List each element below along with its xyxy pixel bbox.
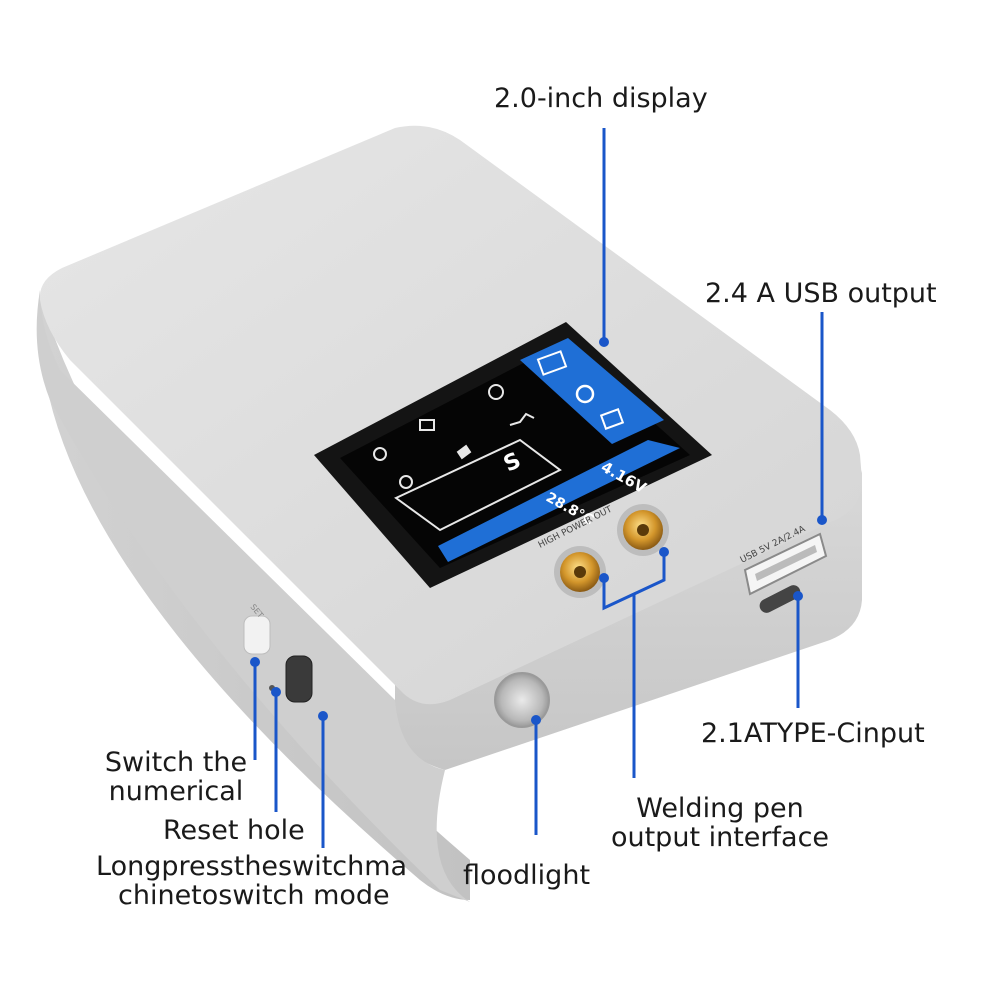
screen-status-bar xyxy=(438,440,680,562)
screen-menu-icon xyxy=(536,350,568,376)
callout-lines xyxy=(253,128,824,848)
callout-line-welding xyxy=(602,552,666,778)
label-typec-input: 2.1ATYPE-Cinput xyxy=(701,718,925,749)
label-reset-hole: Reset hole xyxy=(163,815,305,846)
callout-dots xyxy=(250,337,827,725)
label-display: 2.0-inch display xyxy=(494,83,708,114)
settings-icon xyxy=(575,384,595,404)
usb-a-port-tongue xyxy=(755,545,817,581)
label-floodlight: floodlight xyxy=(463,860,591,891)
switch-numerical-button[interactable] xyxy=(243,615,271,655)
label-usb-output: 2.4 A USB output xyxy=(705,278,937,309)
welding-socket-left-hole xyxy=(574,566,586,578)
device-left-front xyxy=(36,290,471,902)
label-switch-numerical-2: numerical xyxy=(108,776,244,807)
label-long-press-2: chinetoswitch mode xyxy=(118,880,390,911)
label-long-press-1: Longpresstheswitchma xyxy=(96,851,408,882)
label-welding-output-2: output interface xyxy=(610,822,830,853)
screen-icons xyxy=(373,384,562,532)
label-switch-numerical-1: Switch the xyxy=(104,747,248,778)
welding-socket-right-hole xyxy=(637,524,649,536)
mode-switch-button[interactable] xyxy=(285,655,313,703)
label-welding-output-1: Welding pen xyxy=(636,793,804,824)
type-c-port[interactable] xyxy=(757,583,803,615)
floodlight-lens xyxy=(494,672,550,728)
screen-menu-icon-3 xyxy=(599,408,625,430)
lcd-display: 4.16V 28.8°C S xyxy=(314,322,712,588)
